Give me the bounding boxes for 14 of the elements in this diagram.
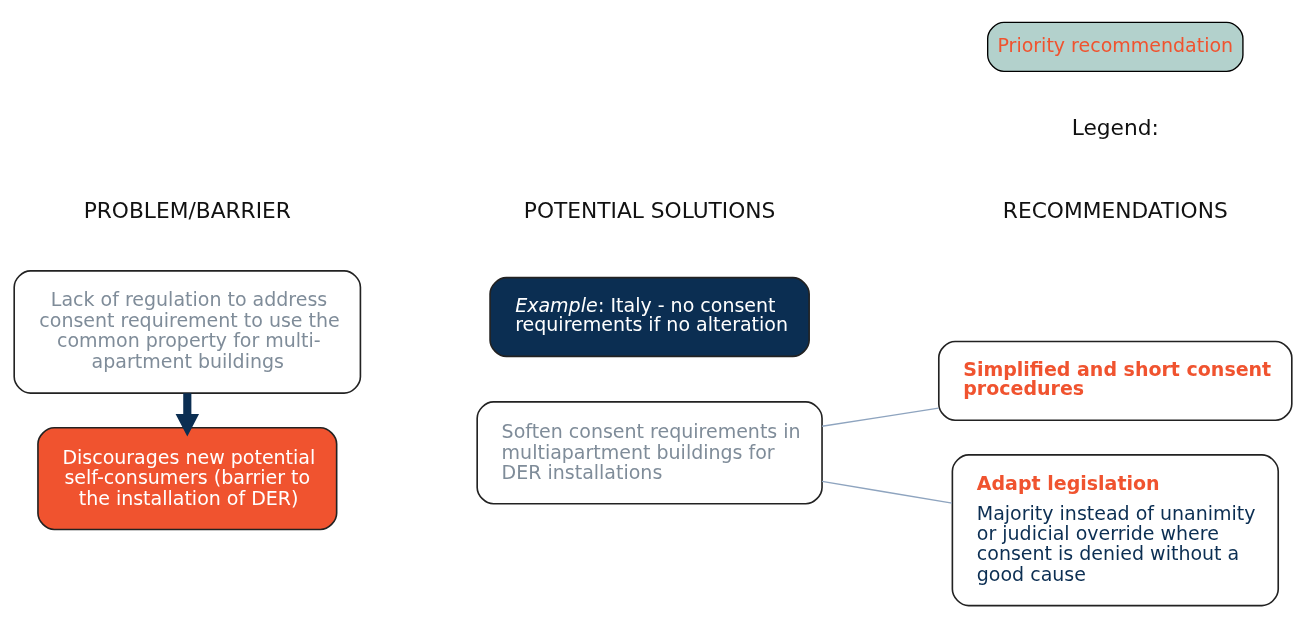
legend-label: Priority recommendation bbox=[997, 33, 1234, 56]
label: PROBLEM/BARRIER bbox=[83, 197, 291, 223]
label: RECOMMENDATIONS bbox=[1002, 197, 1228, 223]
node-box: Lack of regulation to address consent requirement to use the common property for multi-apartment buildings bbox=[13, 270, 362, 394]
label: POTENTIAL SOLUTIONS bbox=[523, 197, 776, 223]
node-box: Adapt legislation Majority instead of unanimity or judicial override where consent is denied without a good cause bbox=[951, 454, 1280, 607]
arrow bbox=[175, 393, 200, 437]
connector bbox=[821, 480, 953, 504]
connector bbox=[821, 407, 940, 427]
node-box: Discourages new potential self-consumers (barrier to the installation of DER) bbox=[37, 426, 338, 531]
node-box: Soften consent requirements in multiapartment buildings for DER installations bbox=[476, 401, 823, 505]
node-box: Simplified and short consent procedures bbox=[938, 340, 1293, 422]
label: Legend: bbox=[1071, 114, 1159, 140]
node-box: Example: Italy - no consent requirements if no alteration bbox=[489, 276, 810, 358]
